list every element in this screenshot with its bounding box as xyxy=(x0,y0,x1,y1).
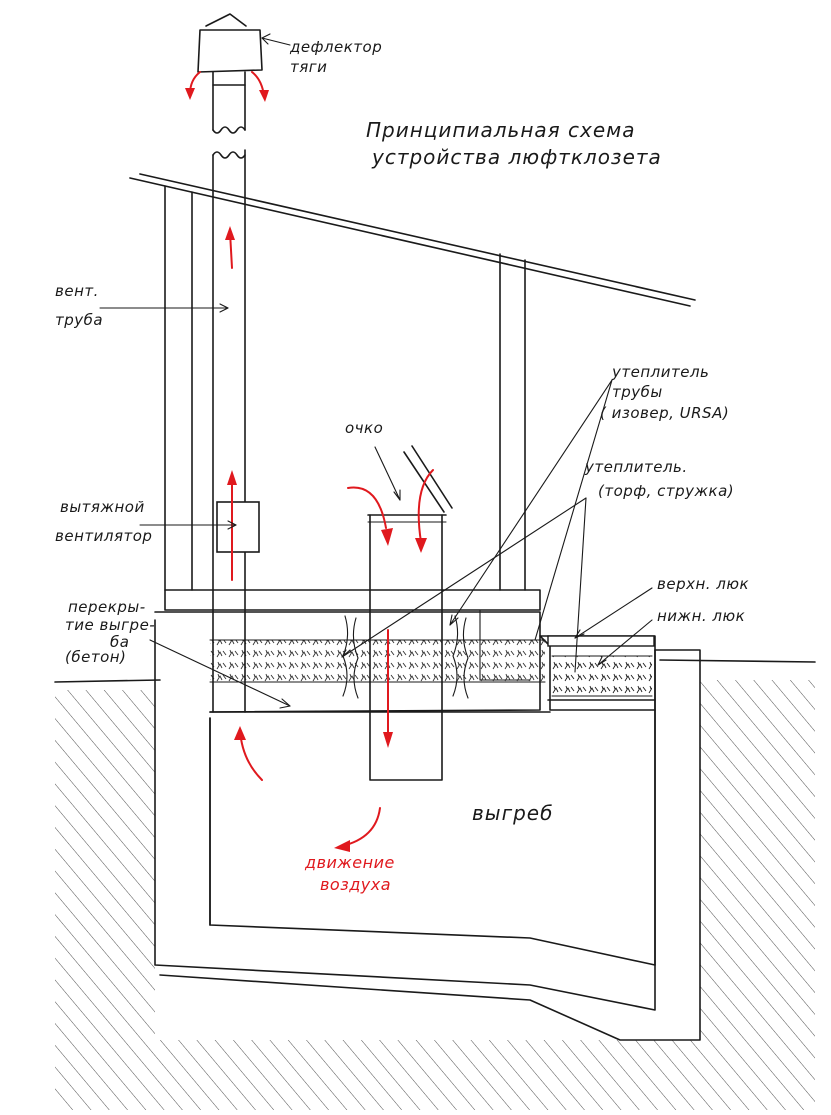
vent-pipe-label-line1: вент. xyxy=(55,282,99,300)
air-movement-label-line1: движение xyxy=(304,853,395,872)
title-line2: устройства люфтклозета xyxy=(371,145,662,169)
pipe-insulation-label-line3: ( изовер, URSA) xyxy=(600,404,729,422)
pit-label: выгреб xyxy=(472,801,553,825)
pipe-insulation-label-line2: трубы xyxy=(612,383,663,401)
deflector-icon xyxy=(197,13,263,86)
ground-left xyxy=(54,679,161,1110)
overlap-label-line4: (бетон) xyxy=(65,648,126,666)
leader-lines xyxy=(99,33,653,709)
title-line1: Принципиальная схема xyxy=(366,118,636,142)
fan-label-line1: вытяжной xyxy=(60,498,145,516)
air-movement-label-line2: воздуха xyxy=(320,875,391,894)
ground-right xyxy=(659,659,816,1110)
overlap-label-line1: перекры- xyxy=(68,598,146,616)
airflow-arrows xyxy=(185,71,434,852)
toilet-pipe xyxy=(367,445,453,781)
deflector-label-line2: тяги xyxy=(290,58,327,76)
lower-hatch-label: нижн. люк xyxy=(657,607,745,625)
insulation-label-line1: утеплитель. xyxy=(584,458,688,476)
ground-bottom xyxy=(155,1040,700,1110)
vent-pipe xyxy=(212,84,246,713)
slab xyxy=(154,611,551,713)
overlap-label-line3: ба xyxy=(110,633,129,651)
cabin xyxy=(129,173,696,681)
insulation-label-line2: (торф, стружка) xyxy=(598,482,734,500)
deflector-label-line1: дефлектор xyxy=(289,38,382,56)
exhaust-fan-icon xyxy=(216,501,260,553)
fan-label-line2: вентилятор xyxy=(55,527,152,545)
pipe-insulation-label-line1: утеплитель xyxy=(611,363,709,381)
pit-shell xyxy=(154,619,701,1041)
upper-hatch-label: верхн. люк xyxy=(657,575,749,593)
cabin-floor xyxy=(164,589,541,611)
hatch-chamber xyxy=(539,635,656,711)
overlap-label-line2: тие выгре- xyxy=(65,616,155,634)
vent-pipe-label-line2: труба xyxy=(55,311,103,329)
hole-label: очко xyxy=(345,419,383,437)
